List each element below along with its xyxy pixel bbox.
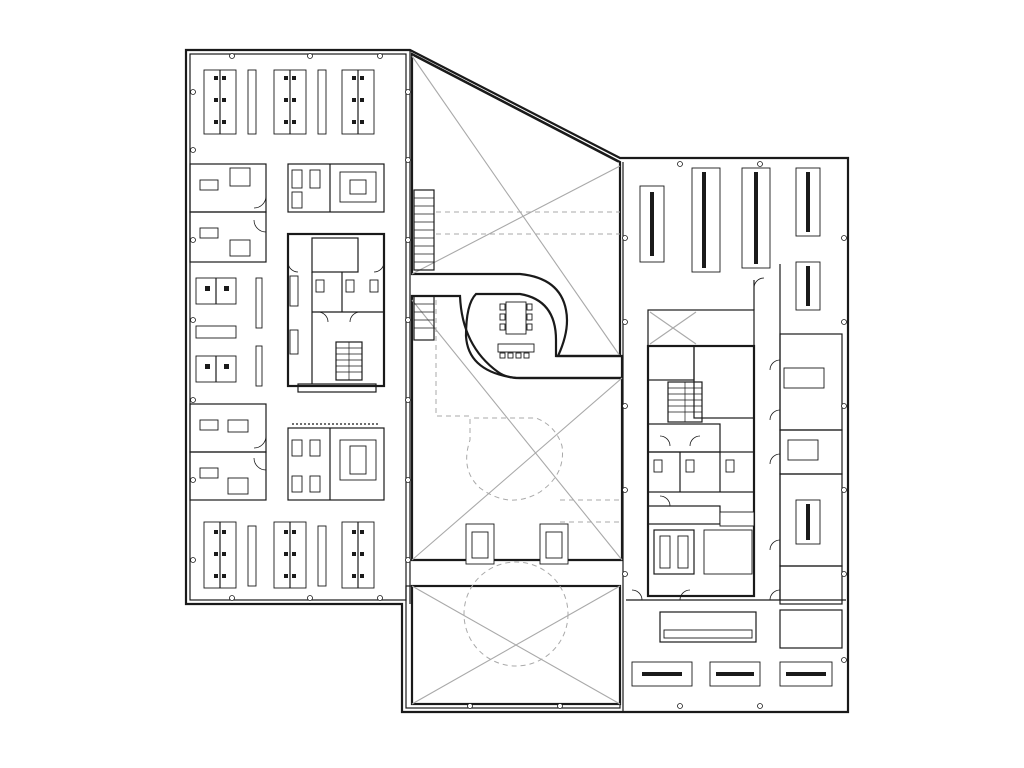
desk-cluster-top <box>203 69 375 135</box>
west-wing-offices <box>189 69 385 589</box>
south-void <box>410 561 622 706</box>
atrium-north-void <box>410 52 622 358</box>
core-stairs-restrooms <box>286 232 386 393</box>
stair-atrium-west <box>413 189 435 341</box>
atrium-south-void <box>410 294 624 565</box>
desk-cluster-middle <box>195 277 263 387</box>
stair-west <box>335 341 363 381</box>
east-wing <box>626 167 846 687</box>
stair-east <box>667 381 703 423</box>
structural-columns <box>190 53 847 709</box>
building-outline <box>184 48 850 714</box>
desk-cluster-bottom <box>203 521 375 589</box>
meeting-table-chairs <box>497 303 535 359</box>
